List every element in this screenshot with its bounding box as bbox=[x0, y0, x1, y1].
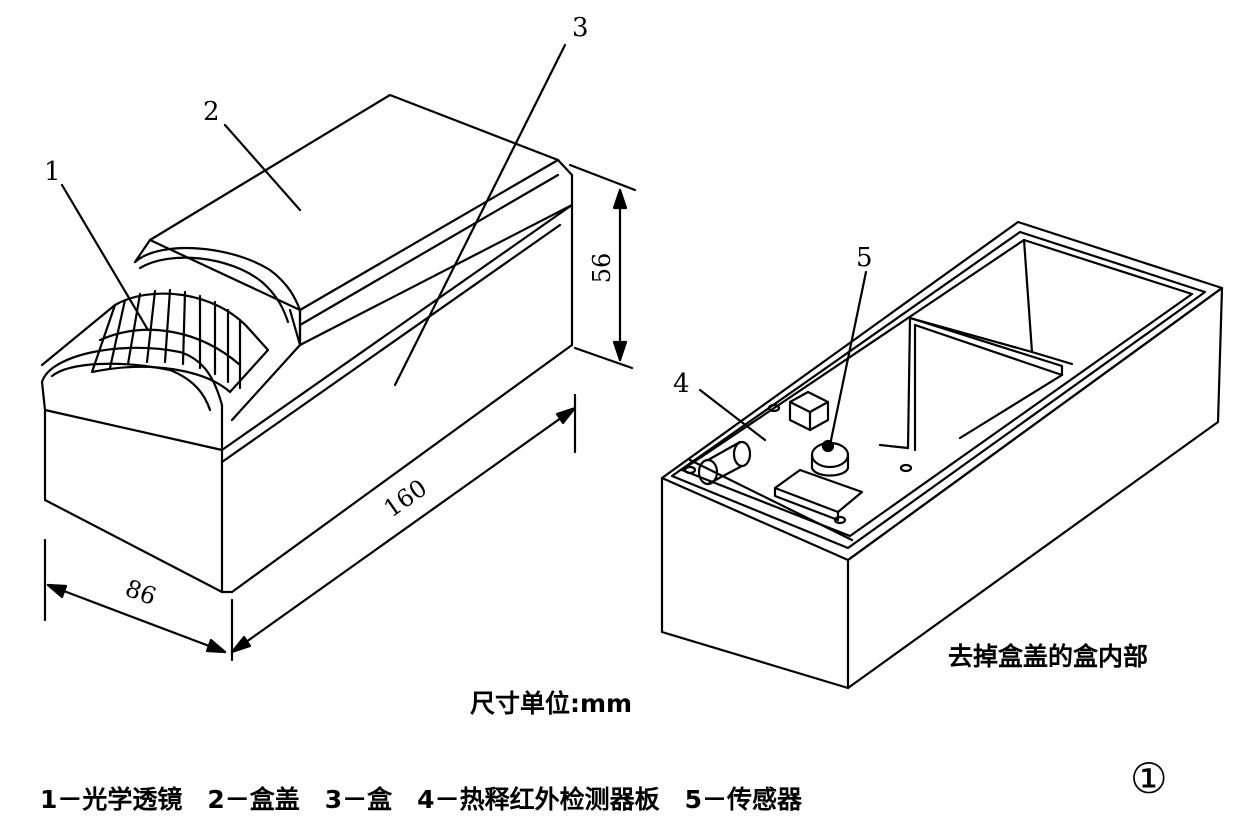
leader-4 bbox=[698, 388, 767, 442]
dim-width-value: 86 bbox=[122, 574, 160, 611]
box-rim bbox=[660, 220, 1224, 562]
lid-edge bbox=[288, 158, 574, 347]
lens-hood bbox=[133, 247, 302, 422]
label-4: 4 bbox=[673, 369, 690, 399]
dim-length bbox=[230, 393, 577, 662]
dim-height-value: 56 bbox=[588, 253, 616, 284]
box-front-wall bbox=[660, 476, 850, 690]
closed-box bbox=[40, 93, 574, 594]
legend: 1－光学透镜 2－盒盖 3－盒 4－热释红外检测器板 5－传感器 bbox=[40, 785, 803, 814]
front-lip bbox=[40, 346, 224, 452]
lid-top bbox=[148, 93, 560, 312]
box-front bbox=[43, 408, 224, 594]
label-2: 2 bbox=[203, 97, 220, 127]
label-1: 1 bbox=[44, 157, 61, 187]
inside-caption: 去掉盒盖的盒内部 bbox=[948, 642, 1148, 671]
dim-width bbox=[43, 538, 227, 654]
optical-lens bbox=[90, 288, 270, 394]
label-3: 3 bbox=[572, 13, 589, 43]
leader-5 bbox=[828, 270, 868, 447]
unit-caption: 尺寸单位:mm bbox=[470, 689, 632, 718]
box-side bbox=[220, 203, 574, 594]
figure-number: ① bbox=[1130, 754, 1168, 803]
leader-2 bbox=[223, 123, 302, 212]
leader-3 bbox=[393, 43, 567, 387]
box-side-wall bbox=[846, 286, 1224, 690]
leader-1 bbox=[60, 183, 150, 332]
partition bbox=[908, 316, 1064, 452]
dim-height bbox=[568, 163, 637, 370]
open-box bbox=[660, 220, 1224, 690]
label-5: 5 bbox=[856, 243, 873, 273]
